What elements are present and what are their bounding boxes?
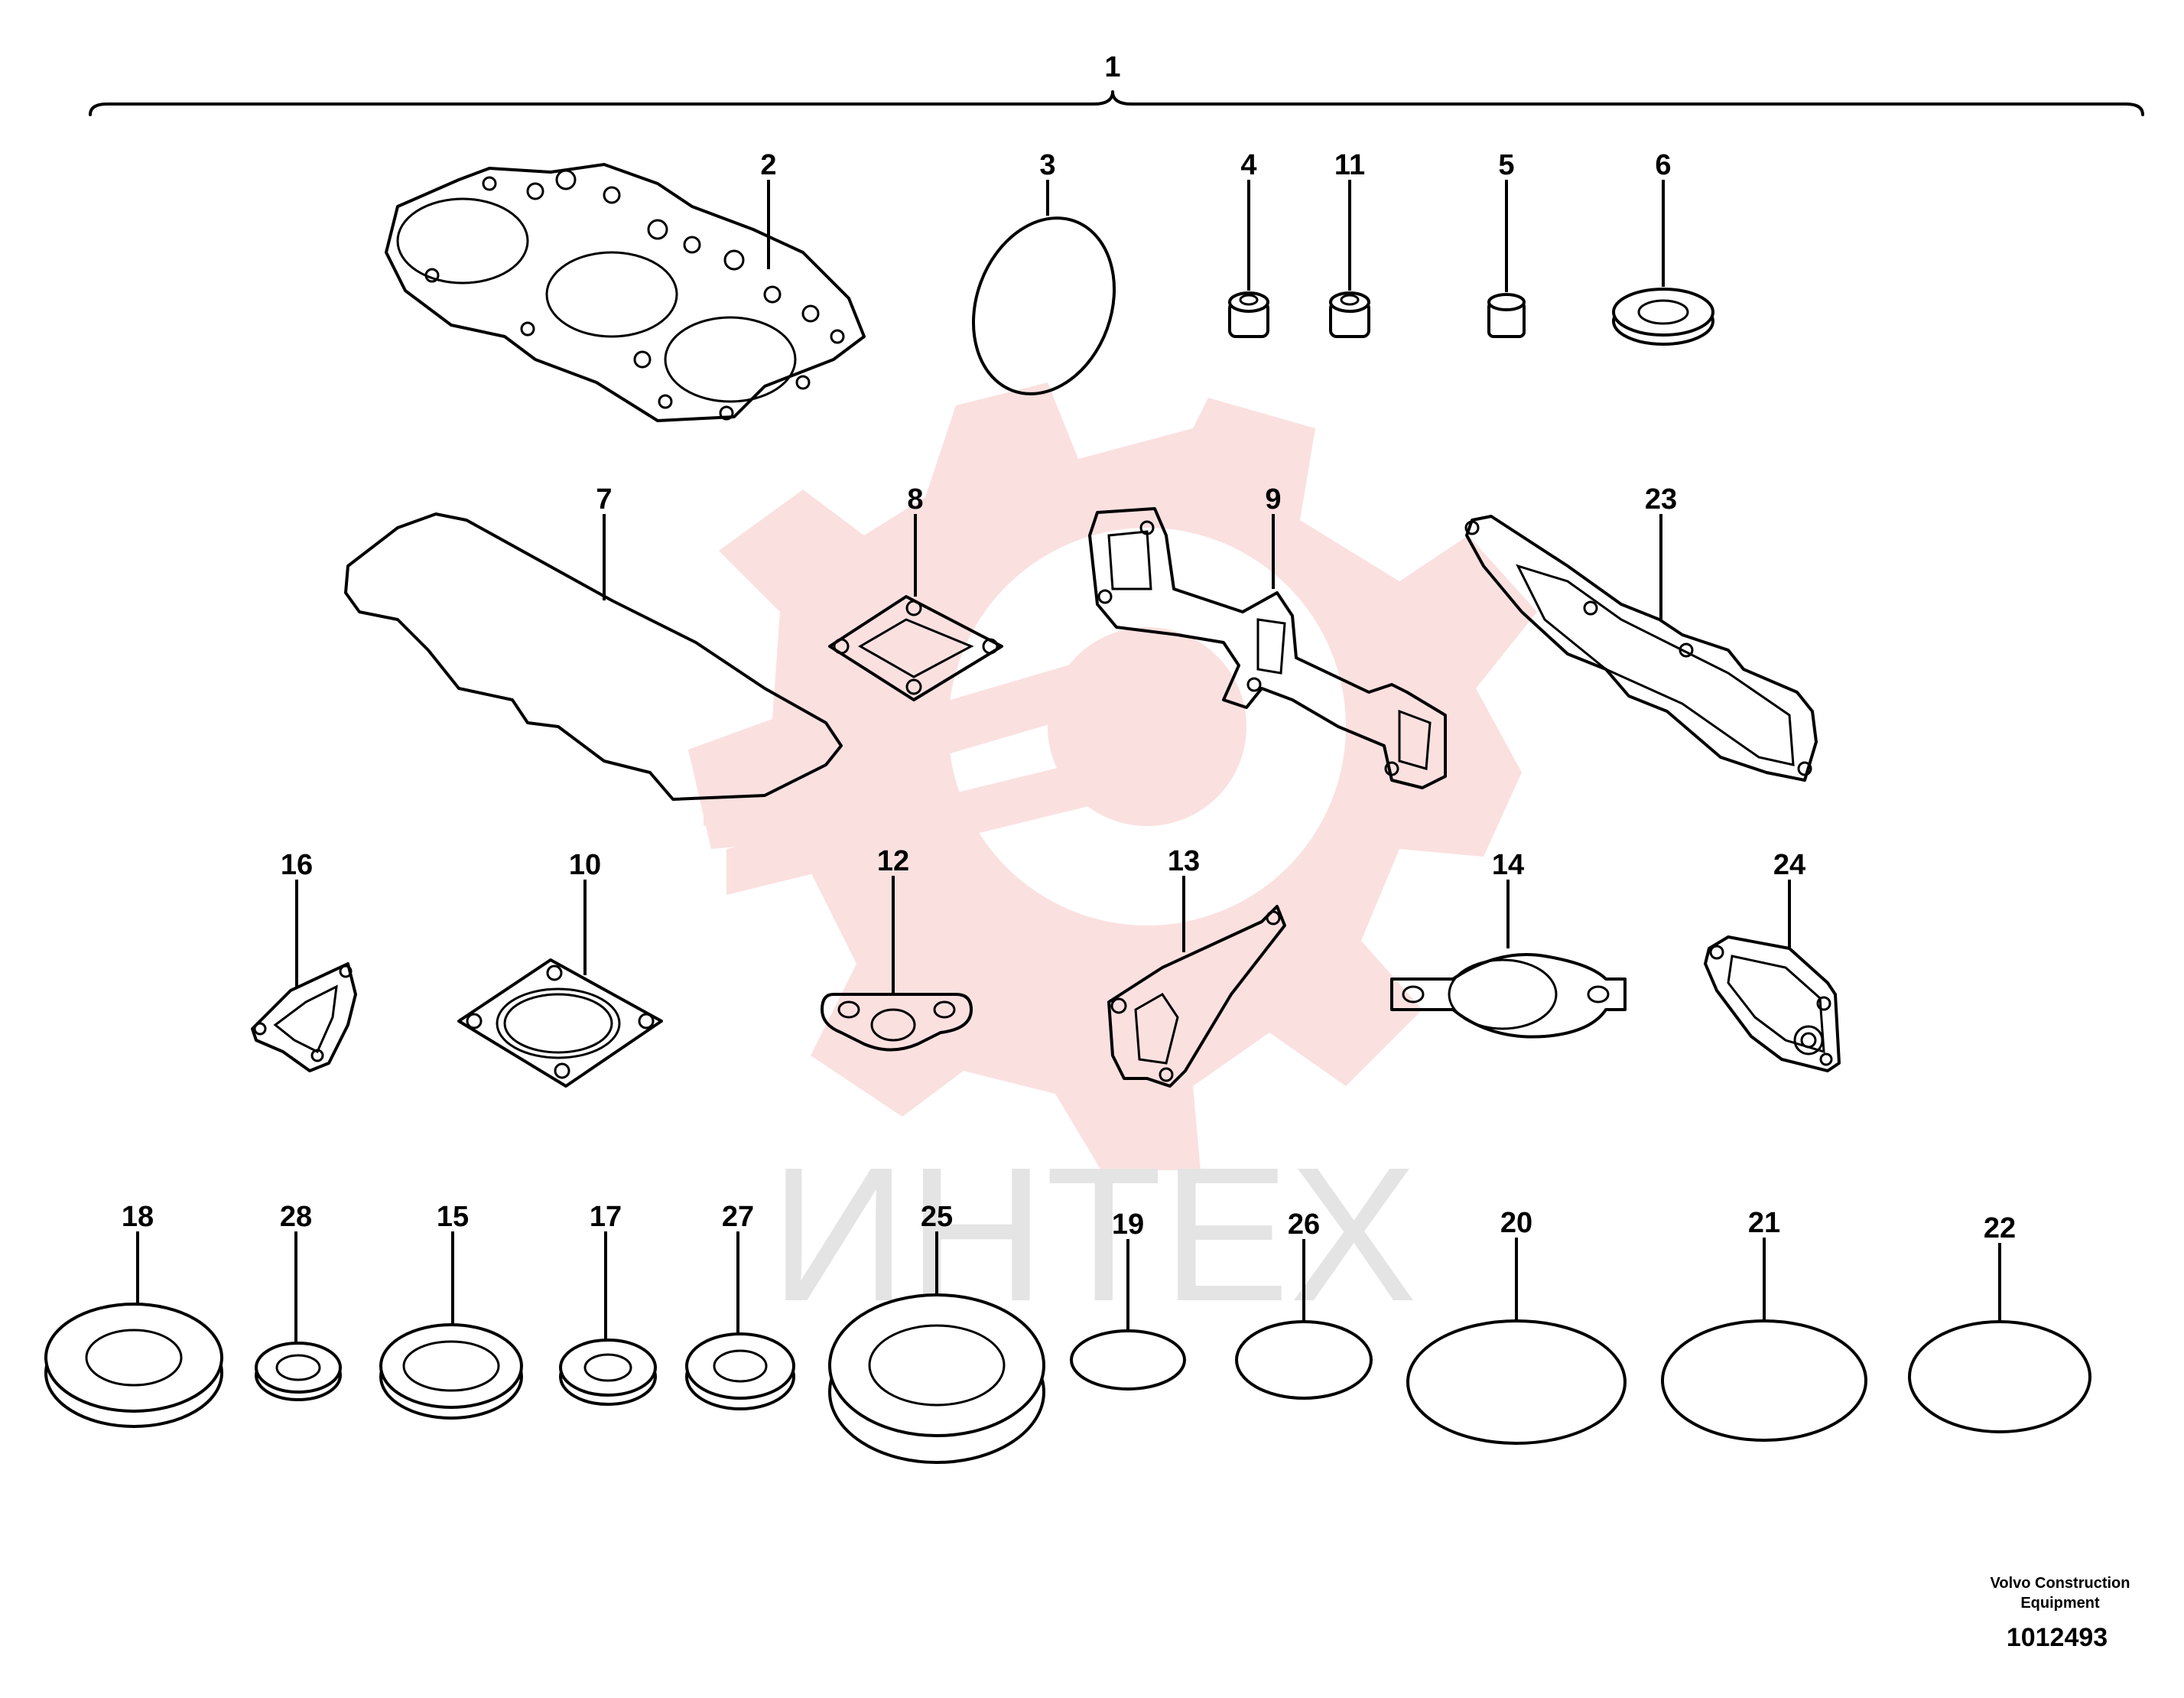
part-22-o-ring xyxy=(1908,1320,2091,1433)
label-22: 22 xyxy=(1984,1212,2016,1244)
part-25-washer xyxy=(828,1293,1045,1464)
part-28-washer xyxy=(255,1342,342,1401)
label-19: 19 xyxy=(1112,1208,1144,1241)
part-27-washer xyxy=(685,1332,795,1410)
label-4: 4 xyxy=(1240,149,1256,181)
label-7: 7 xyxy=(596,483,612,516)
watermark-text: ИНТЕХ xyxy=(770,1127,1417,1341)
part-3-o-ring xyxy=(971,216,1116,395)
part-6-seal-ring xyxy=(1612,288,1714,346)
part-8-square-gasket xyxy=(828,595,1003,701)
part-24-gasket xyxy=(1704,935,1841,1072)
part-14-gasket xyxy=(1390,953,1627,1039)
part-21-o-ring xyxy=(1661,1319,1867,1442)
label-26: 26 xyxy=(1288,1208,1320,1241)
label-1: 1 xyxy=(1104,51,1120,83)
part-4-valve-stem-seal xyxy=(1228,291,1269,338)
label-28: 28 xyxy=(280,1201,312,1233)
part-12-gasket xyxy=(821,993,973,1052)
part-23-intake-manifold-gasket xyxy=(1464,515,1818,782)
label-13: 13 xyxy=(1168,845,1200,877)
part-2-cylinder-head-gasket xyxy=(385,163,866,422)
part-18-washer xyxy=(44,1303,223,1428)
label-20: 20 xyxy=(1500,1207,1532,1239)
brand-line-1: Volvo Construction xyxy=(1991,1575,2130,1592)
part-20-o-ring xyxy=(1406,1319,1627,1445)
label-3: 3 xyxy=(1039,149,1055,181)
part-9-exhaust-manifold-gasket xyxy=(1088,507,1447,789)
kit-brace xyxy=(89,90,2144,116)
part-5-sleeve xyxy=(1487,293,1526,338)
label-11: 11 xyxy=(1334,149,1365,181)
label-18: 18 xyxy=(122,1201,154,1233)
label-6: 6 xyxy=(1655,149,1671,181)
label-16: 16 xyxy=(281,849,313,881)
label-9: 9 xyxy=(1265,483,1281,516)
label-15: 15 xyxy=(437,1201,469,1233)
label-25: 25 xyxy=(921,1201,953,1233)
part-13-gasket xyxy=(1107,905,1286,1088)
drawing-number: 1012493 xyxy=(2007,1623,2108,1652)
label-12: 12 xyxy=(877,845,909,877)
brand-line-2: Equipment xyxy=(2020,1595,2100,1612)
label-21: 21 xyxy=(1748,1207,1780,1239)
part-17-washer xyxy=(559,1339,657,1406)
label-23: 23 xyxy=(1645,483,1677,516)
part-15-washer xyxy=(379,1323,523,1420)
part-11-valve-stem-seal xyxy=(1329,291,1370,338)
watermark-gear-logo xyxy=(688,382,1537,1170)
label-8: 8 xyxy=(907,483,923,516)
label-27: 27 xyxy=(722,1201,754,1233)
part-7-valve-cover-gasket xyxy=(344,512,843,801)
label-17: 17 xyxy=(590,1201,622,1233)
label-10: 10 xyxy=(569,849,601,881)
label-5: 5 xyxy=(1498,149,1514,181)
label-24: 24 xyxy=(1773,849,1805,881)
label-14: 14 xyxy=(1492,849,1524,881)
part-16-gasket xyxy=(251,962,357,1072)
part-10-gasket xyxy=(457,958,663,1088)
label-2: 2 xyxy=(760,149,776,181)
